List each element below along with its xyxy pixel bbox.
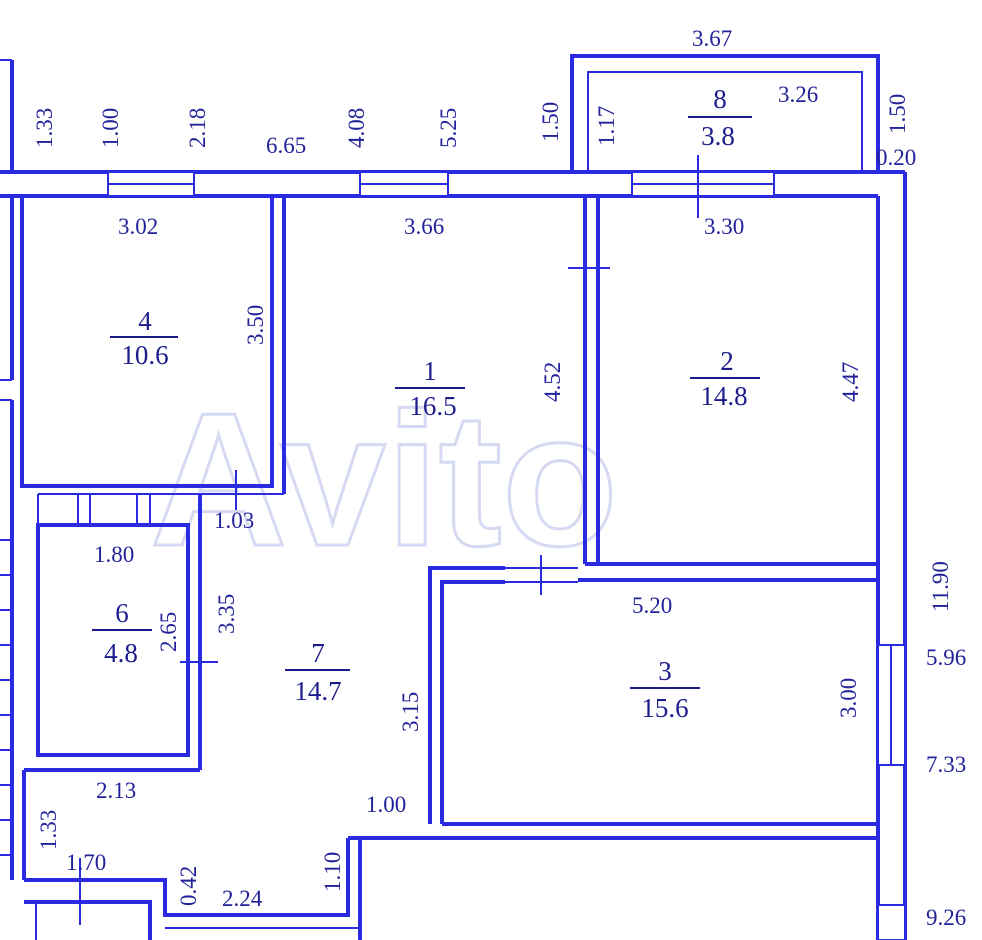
dim-r4-height: 3.50 [243, 305, 268, 345]
dim-2-13-hall: 2.13 [96, 778, 136, 803]
room-4-number: 4 [138, 306, 152, 336]
left-strips [0, 379, 12, 856]
dim-0-20-balcony: 0.20 [876, 145, 916, 170]
dim-2-18-top: 2.18 [185, 108, 210, 148]
dim-4-08-top: 4.08 [344, 108, 369, 148]
dim-r3-height: 3.00 [836, 678, 861, 718]
dim-9-26-right: 9.26 [926, 905, 966, 930]
room-2-area: 14.8 [700, 381, 747, 411]
balcony [570, 54, 880, 172]
dim-r2-height: 4.47 [838, 362, 863, 402]
room-7-number: 7 [311, 638, 325, 668]
dim-1-33-low: 1.33 [36, 810, 61, 850]
room-3-area: 15.6 [641, 693, 688, 723]
interior-walls [20, 196, 906, 940]
room-6-area: 4.8 [104, 638, 138, 668]
room-6-number: 6 [115, 598, 129, 628]
dim-r2-width: 3.30 [704, 214, 744, 239]
dim-1-50-balcony: 1.50 [885, 94, 910, 134]
dim-r1-height: 4.52 [540, 362, 565, 402]
dim-5-25-top: 5.25 [436, 108, 461, 148]
room-3-number: 3 [658, 656, 672, 686]
dim-1-03-door: 1.03 [214, 508, 254, 533]
dim-6-65-top: 6.65 [266, 133, 306, 158]
dim-r3-left: 3.15 [398, 692, 423, 732]
dim-2-24-low: 2.24 [222, 886, 263, 911]
dim-r6-height: 2.65 [156, 612, 181, 652]
dim-5-96-right: 5.96 [926, 645, 966, 670]
room-1-area: 16.5 [409, 391, 456, 421]
dim-r3-width: 5.20 [632, 593, 672, 618]
dim-3-26-balcony: 3.26 [778, 82, 818, 107]
dim-1-00-step: 1.00 [366, 792, 406, 817]
top-windows [107, 171, 775, 197]
room-1-number: 1 [423, 356, 437, 386]
dim-1-00-top: 1.00 [98, 108, 123, 148]
dim-1-17-balcony: 1.17 [594, 106, 619, 146]
dim-1-33-top: 1.33 [32, 108, 57, 148]
room-8-area: 3.8 [701, 121, 735, 151]
avito-watermark: Avito [150, 374, 618, 586]
dimension-labels: 1.33 1.00 2.18 6.65 4.08 5.25 1.50 1.17 … [32, 26, 966, 930]
dim-r4-width: 3.02 [118, 214, 158, 239]
room-labels: 4 10.6 1 16.5 2 14.8 3 15.6 6 4.8 7 14.7… [92, 84, 760, 723]
dim-7-33-right: 7.33 [926, 752, 966, 777]
room-8-number: 8 [713, 84, 727, 114]
dim-r6-width: 1.80 [94, 542, 134, 567]
room-7-area: 14.7 [294, 676, 341, 706]
room-4-area: 10.6 [121, 340, 168, 370]
dim-r1-width: 3.66 [404, 214, 444, 239]
dim-1-10-low: 1.10 [320, 852, 345, 892]
dim-1-50-top: 1.50 [538, 102, 563, 142]
dim-3-35-hall: 3.35 [214, 594, 239, 634]
dim-1-70-low: 1.70 [66, 850, 106, 875]
door-ticks [79, 155, 699, 925]
dim-3-67-balcony: 3.67 [692, 26, 732, 51]
dim-0-42-low: 0.42 [176, 866, 201, 906]
dim-11-90-right: 11.90 [928, 561, 953, 612]
room-2-number: 2 [720, 346, 734, 376]
